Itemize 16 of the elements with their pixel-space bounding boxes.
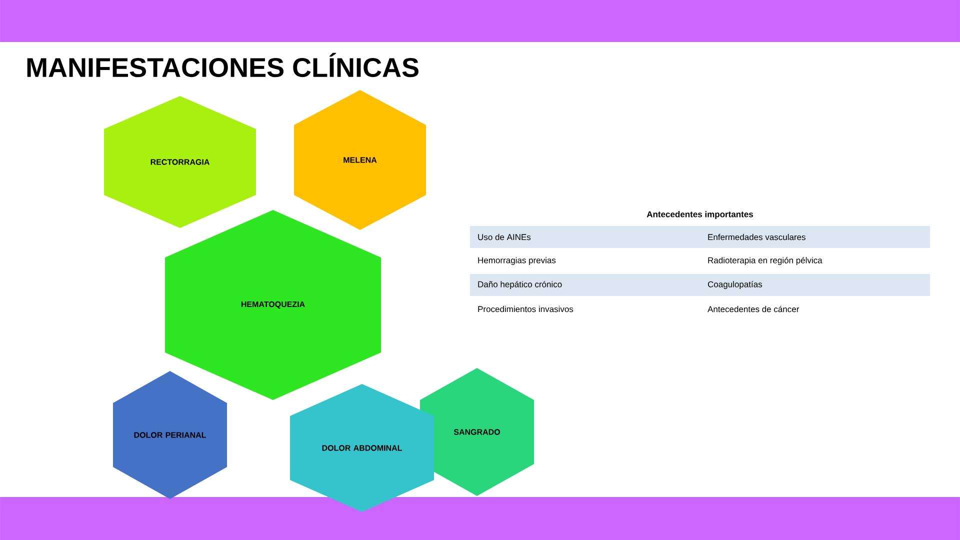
table-cell: Procedimientos invasivos [478, 306, 574, 312]
table-cell: Daño hepático crónico [478, 280, 562, 289]
table-cell: Antecedentes de cáncer [708, 306, 800, 312]
hexagon: DOLOR PERIANAL [113, 371, 227, 499]
hexagon: MELENA [294, 90, 426, 230]
table-cell: Enfermedades vasculares [708, 234, 806, 240]
table-header: Antecedentes importantes [646, 211, 754, 219]
table-cell: Radioterapia en región pélvica [708, 256, 822, 265]
hexagon: SANGRADO [420, 368, 534, 496]
title: MANIFESTACIONES CLÍNICAS [27, 52, 418, 78]
table-cell: Uso de AINEs [478, 234, 531, 240]
table-cell: Coagulopatías [708, 280, 762, 289]
hexagon: RECTORRAGIA [104, 96, 256, 228]
table-cell: Hemorragias previas [478, 257, 556, 265]
hexagon: HEMATOQUEZIA [165, 210, 381, 400]
hexagon: DOLOR ABDOMINAL [290, 384, 434, 512]
